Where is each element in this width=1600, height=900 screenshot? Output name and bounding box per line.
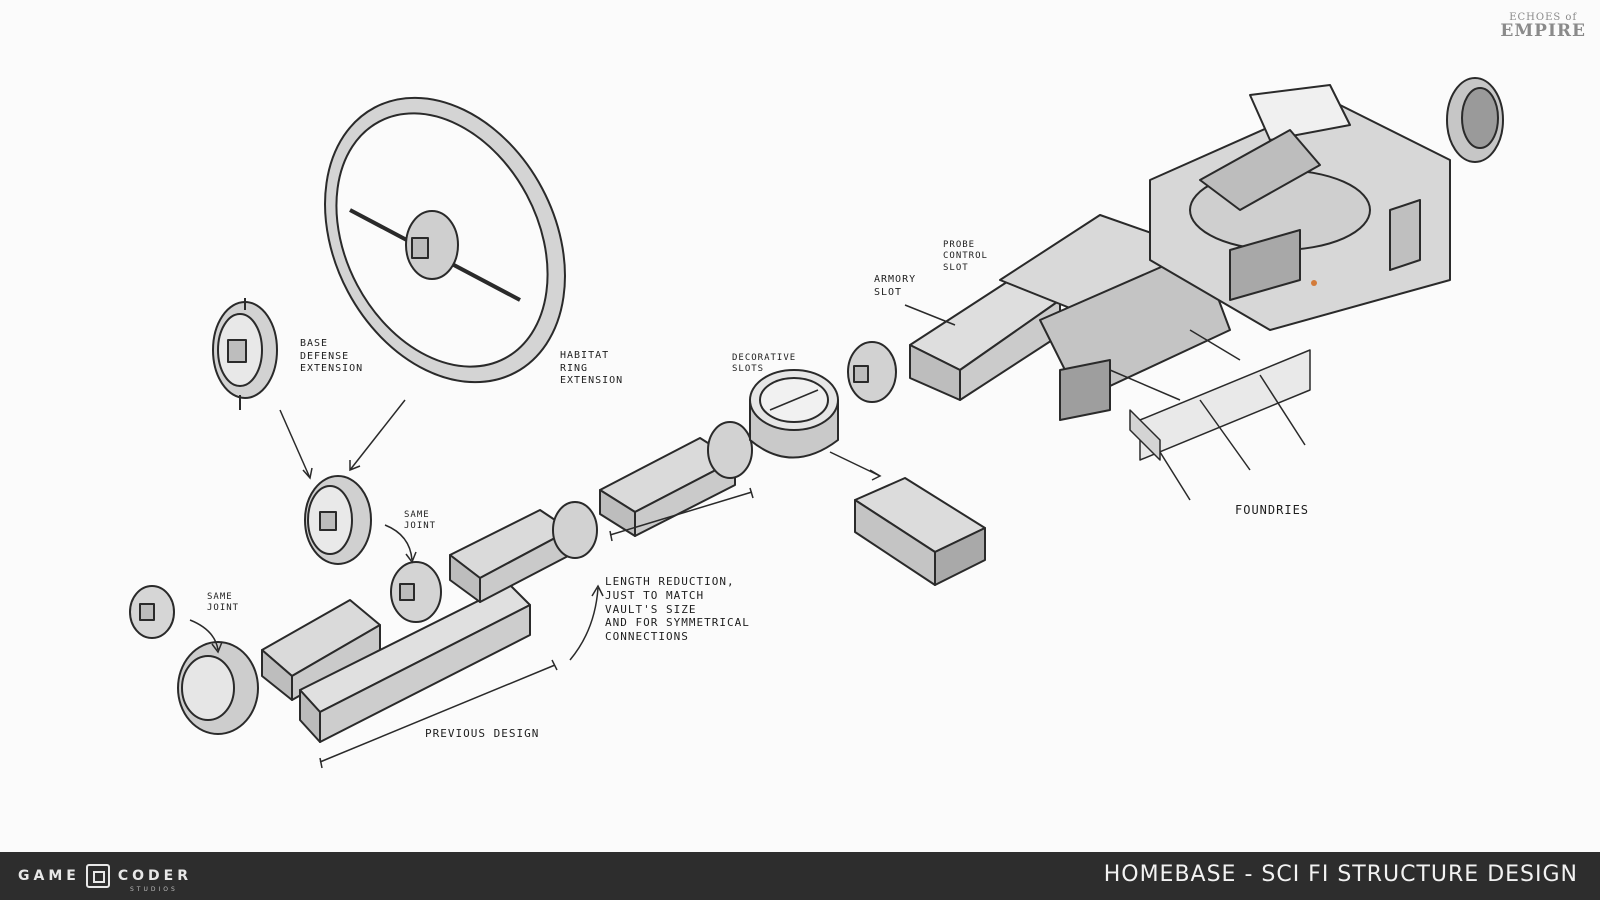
- studio-logo: GAME CODER STUDIOS: [18, 860, 192, 893]
- joint-disc-large: [177, 641, 259, 735]
- joint-ring-a: [552, 501, 598, 559]
- hub-joint: [847, 341, 897, 403]
- game-logo-main-text: EMPIRE: [1500, 21, 1586, 41]
- note-same-joint-lower: Same Joint: [207, 592, 240, 614]
- module-previous-design: [299, 584, 531, 743]
- note-length-reduction: Length reduction, just to match Vault's …: [605, 575, 750, 643]
- decorative-slot-drum: [749, 369, 839, 459]
- note-habitat-ring: Habitat Ring Extension: [560, 350, 624, 386]
- module-left: [261, 599, 381, 701]
- note-same-joint-upper: Same Joint: [404, 510, 437, 532]
- leader-lines: [189, 304, 1241, 769]
- joint-disc-mid: [390, 561, 442, 623]
- marker-dot: [1311, 280, 1317, 286]
- joint-disc-upper: [304, 475, 372, 565]
- module-right: [599, 437, 736, 537]
- note-armory-slot: Armory Slot: [874, 274, 917, 298]
- sketch-canvas: ECHOES of EMPIRE Base Defense Extension …: [129, 12, 1586, 769]
- note-previous-design: Previous design: [425, 727, 540, 740]
- studio-word-game: GAME: [18, 868, 80, 884]
- note-probe-control: Probe Control Slot: [943, 240, 988, 273]
- game-logo: ECHOES of EMPIRE: [1500, 12, 1586, 41]
- studio-word-coder: CODER: [117, 868, 192, 884]
- note-decorative-slots: Decorative Slots: [732, 353, 797, 375]
- main-hub: [909, 77, 1504, 421]
- footer-title: HOMEBASE - SCI FI STRUCTURE DESIGN: [1103, 862, 1578, 887]
- habitat-ring: [324, 96, 566, 384]
- studio-mark-icon: [85, 864, 110, 888]
- joint-disc-lower: [129, 585, 175, 639]
- foundries: [1129, 349, 1311, 501]
- vault-module: [854, 477, 986, 586]
- joint-ring-b: [707, 421, 753, 479]
- note-base-defense: Base Defense Extension: [300, 338, 364, 374]
- base-defense-extension: [212, 298, 278, 410]
- game-logo-small-text: ECHOES of: [1509, 12, 1578, 23]
- structure-sketch: [129, 77, 1504, 769]
- note-foundries: Foundries: [1235, 503, 1310, 517]
- studio-sub: STUDIOS: [130, 886, 178, 893]
- footer-bar: GAME CODER STUDIOS HOMEBASE - SCI FI STR…: [0, 852, 1600, 900]
